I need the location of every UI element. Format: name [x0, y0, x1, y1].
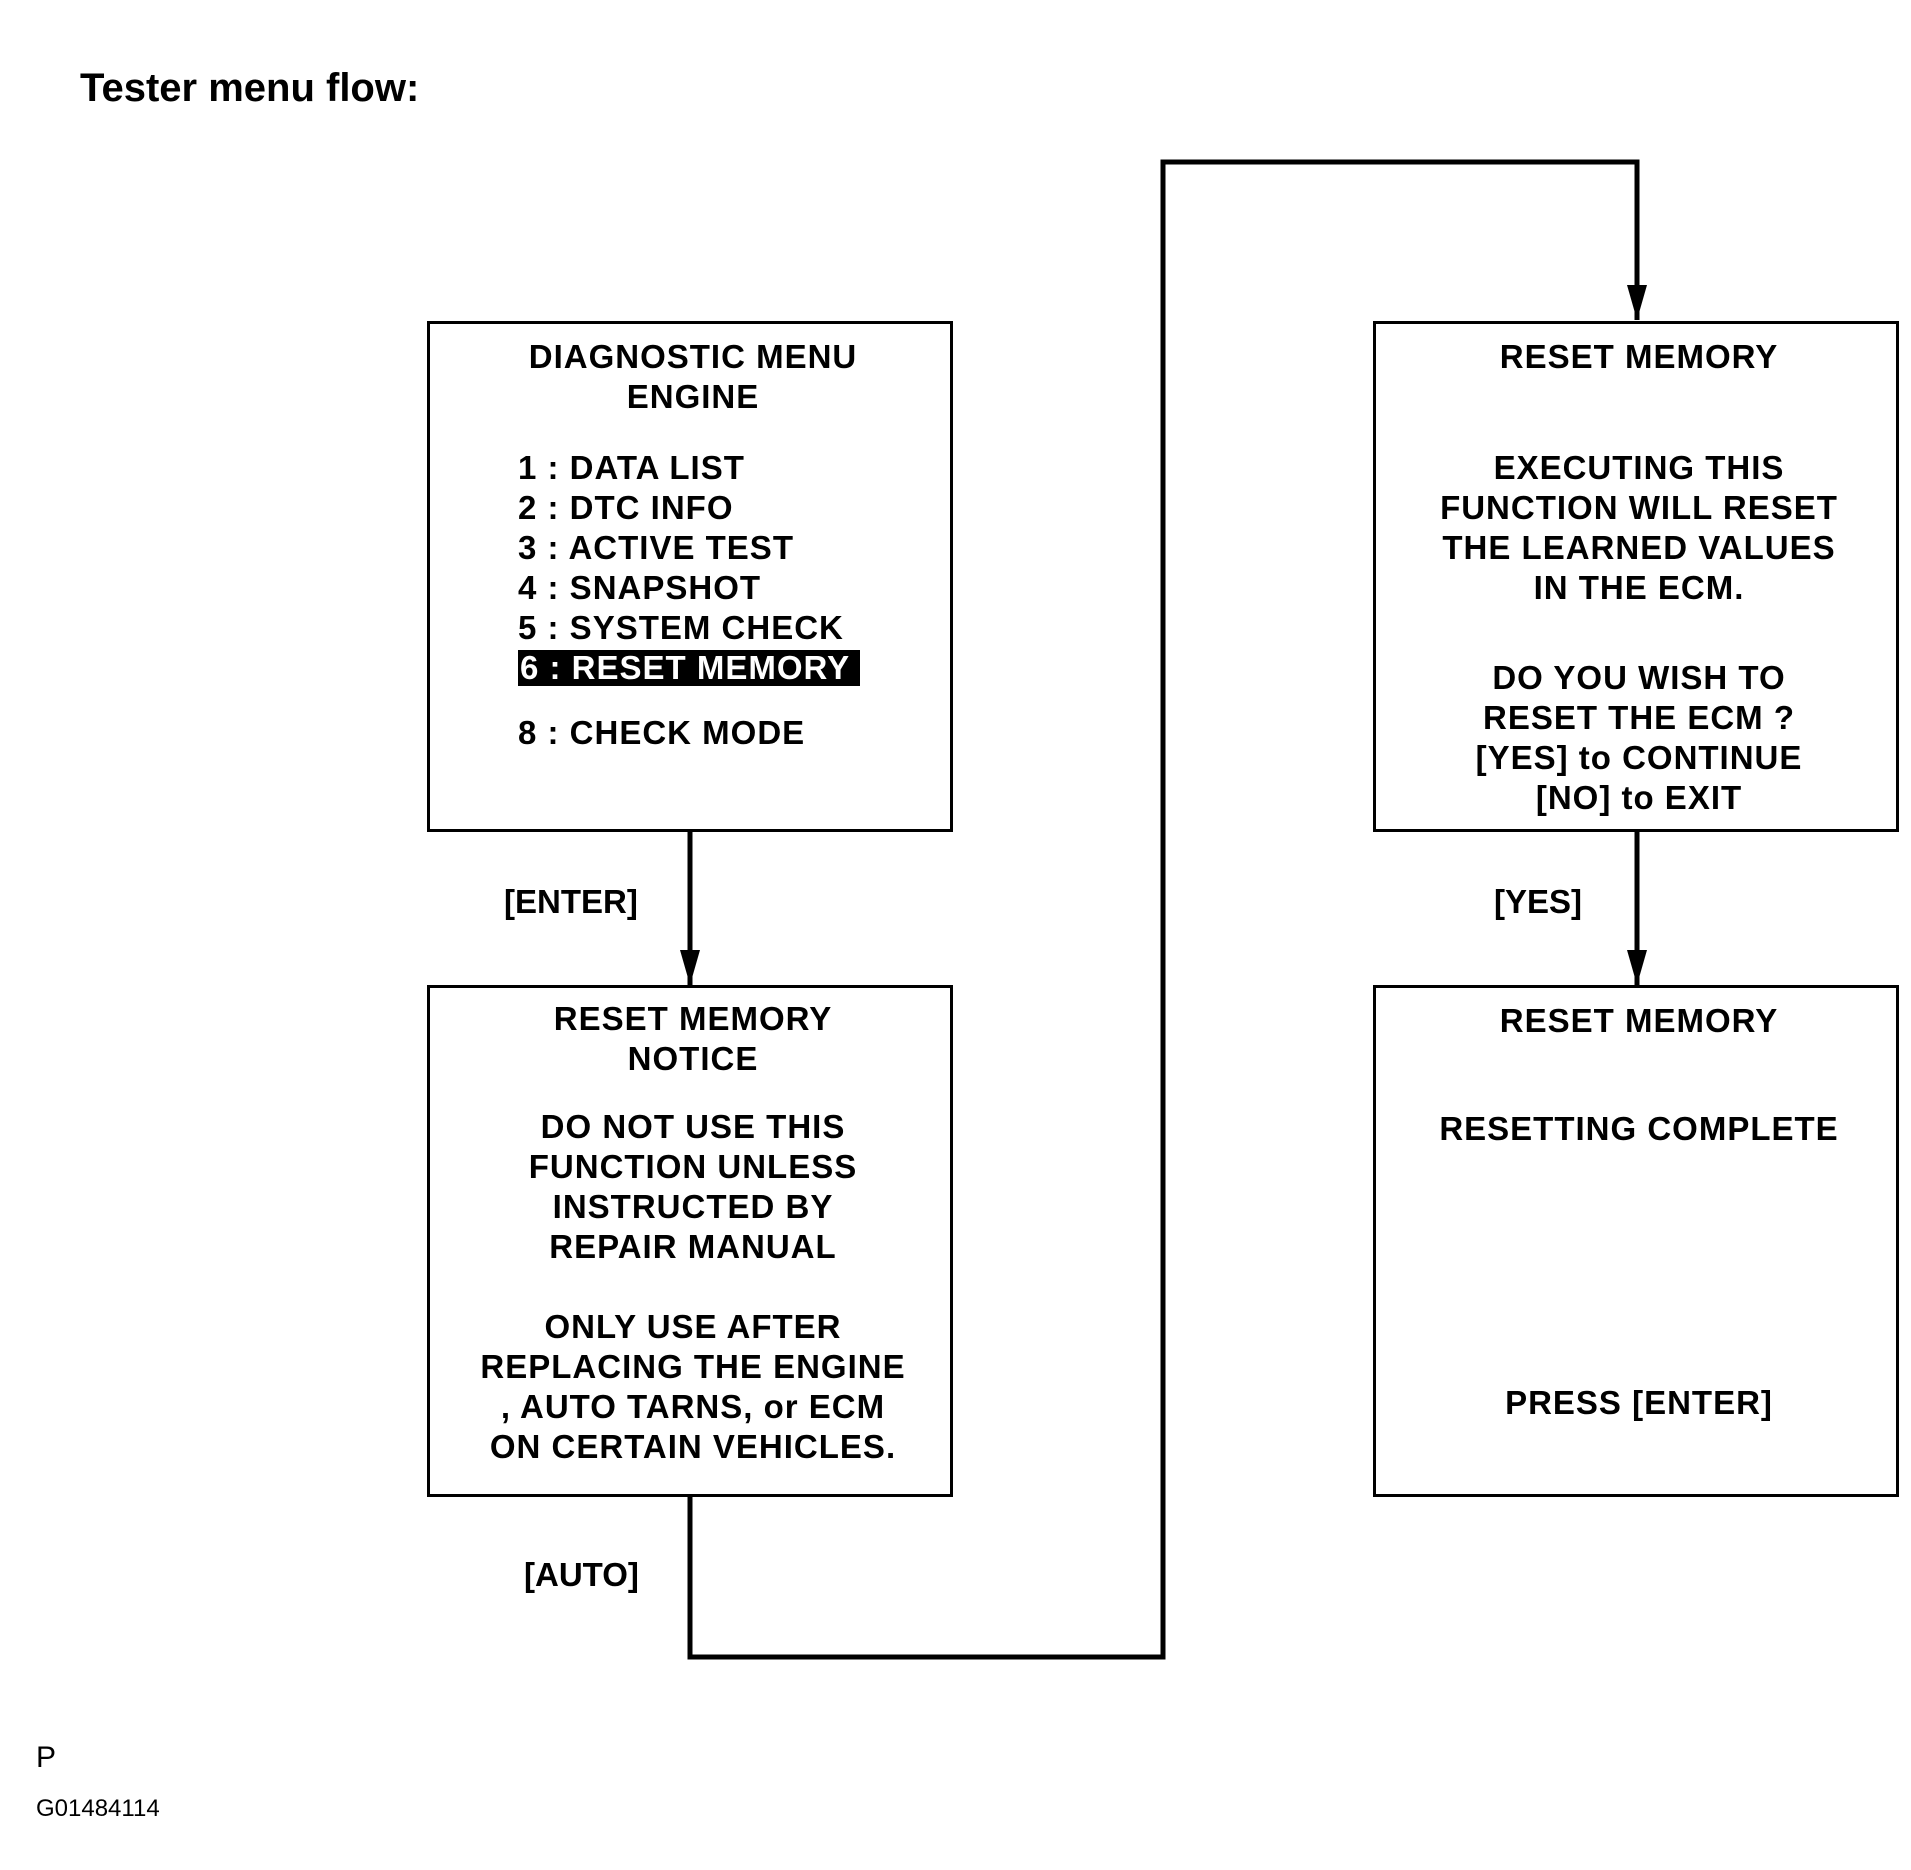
reset-confirm-warning: EXECUTING THIS FUNCTION WILL RESET THE L…	[1440, 449, 1838, 606]
menu-item-dtc-info[interactable]: 2 : DTC INFO	[518, 489, 734, 526]
yes-arrow-head	[1627, 950, 1647, 985]
auto-key-label: [AUTO]	[524, 1556, 639, 1593]
reset-confirm-question: DO YOU WISH TO RESET THE ECM ? [YES] to …	[1475, 659, 1803, 816]
reset-complete-status: RESETTING COMPLETE	[1439, 1110, 1839, 1147]
yes-key-label: [YES]	[1494, 883, 1583, 920]
reset-confirm-screen: RESET MEMORY EXECUTING THIS FUNCTION WIL…	[1373, 321, 1899, 832]
diagnostic-menu-screen: DIAGNOSTIC MENU ENGINE 1 : DATA LIST 2 :…	[427, 321, 953, 832]
reset-complete-heading: RESET MEMORY	[1499, 1002, 1779, 1039]
reset-notice-usage: ONLY USE AFTER REPLACING THE ENGINE , AU…	[480, 1308, 906, 1465]
diagnostic-menu-list: 1 : DATA LIST 2 : DTC INFO 3 : ACTIVE TE…	[518, 448, 861, 753]
reset-confirm-heading: RESET MEMORY	[1499, 338, 1779, 375]
menu-item-reset-memory[interactable]: 6 : RESET MEMORY	[518, 648, 861, 688]
menu-item-system-check[interactable]: 5 : SYSTEM CHECK	[518, 609, 844, 646]
diagnostic-menu-heading: DIAGNOSTIC MENU ENGINE	[528, 338, 858, 415]
reset-complete-prompt: PRESS [ENTER]	[1505, 1384, 1773, 1421]
reset-notice-heading: RESET MEMORY NOTICE	[553, 1000, 833, 1077]
figure-code: G01484114	[36, 1795, 160, 1822]
menu-item-data-list[interactable]: 1 : DATA LIST	[518, 449, 745, 486]
reset-complete-screen: RESET MEMORY RESETTING COMPLETE PRESS [E…	[1373, 985, 1899, 1497]
enter-arrow-head	[680, 950, 700, 985]
menu-item-check-mode[interactable]: 8 : CHECK MODE	[518, 714, 806, 751]
enter-key-label: [ENTER]	[504, 883, 638, 920]
page-title: Tester menu flow:	[80, 66, 420, 110]
auto-route-line	[687, 159, 1640, 1660]
auto-arrow-head	[1627, 285, 1647, 320]
footer-letter: P	[36, 1741, 57, 1774]
reset-notice-warning: DO NOT USE THIS FUNCTION UNLESS INSTRUCT…	[528, 1108, 858, 1265]
reset-notice-screen: RESET MEMORY NOTICE DO NOT USE THIS FUNC…	[427, 985, 953, 1497]
menu-item-active-test[interactable]: 3 : ACTIVE TEST	[518, 529, 794, 566]
menu-item-snapshot[interactable]: 4 : SNAPSHOT	[518, 569, 762, 606]
